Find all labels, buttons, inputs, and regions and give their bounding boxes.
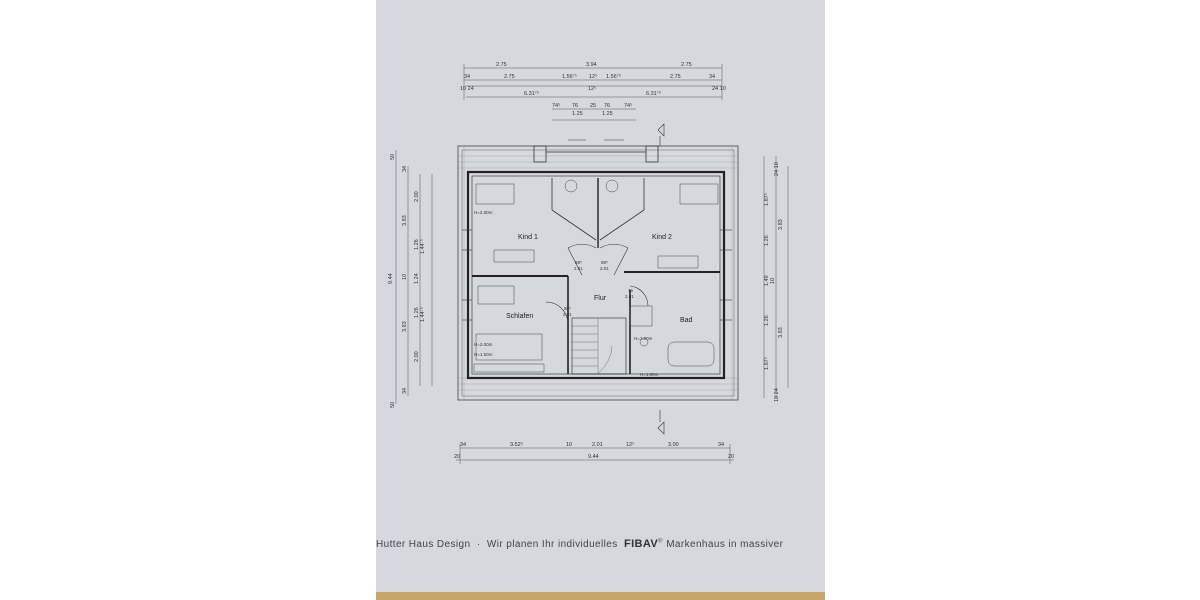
dim-bot-r1-1: 3.52⁵ bbox=[510, 441, 523, 448]
dim-top-r6-1: 1.25 bbox=[602, 111, 613, 117]
annotation-height-4: H=1.00m bbox=[640, 372, 659, 377]
dim-left-inner2-1: 1.44⁷⁵ bbox=[419, 307, 426, 322]
table-surface bbox=[376, 592, 825, 600]
door-label-1-top: 88⁵ bbox=[575, 260, 582, 265]
dim-top-r2-4: 1.56⁷⁵ bbox=[606, 73, 621, 80]
door-label-4-top: 76 bbox=[628, 288, 634, 293]
dim-left-outer-3: 10 bbox=[402, 274, 408, 280]
furniture bbox=[473, 179, 719, 373]
dim-bot-r2-0: 20 bbox=[454, 454, 460, 460]
dim-top-r5-0: 74⁵ bbox=[552, 102, 560, 109]
dim-left-inner-4: 2.00 bbox=[414, 351, 420, 362]
footer-title-block: Hutter Haus Design · Wir planen Ihr indi… bbox=[376, 538, 784, 550]
door-label-3-top: 88⁵ bbox=[564, 306, 571, 311]
dim-bot-r2-1: 9.44 bbox=[588, 454, 599, 460]
dim-right-outer-3: 3.83 bbox=[778, 327, 784, 338]
dim-top-r1-0: 2.75 bbox=[496, 62, 507, 68]
left-dim-labels: 50 34 3.83 10 3.83 34 50 2.00 1.26 1.24 … bbox=[388, 154, 426, 408]
annotation-height-3: H=1.50m bbox=[474, 352, 493, 357]
dim-bot-r1-6: 34 bbox=[718, 442, 724, 448]
room-label-kind1: Kind 1 bbox=[518, 234, 538, 241]
door-label-3-bot: 2.01 bbox=[563, 312, 572, 317]
dim-top-r4-1: 6.31⁷⁵ bbox=[646, 90, 661, 97]
door-swings bbox=[545, 244, 649, 325]
dim-right-outer-0: 24 10 bbox=[774, 162, 780, 176]
footer-right: Markenhaus in massiver bbox=[666, 539, 784, 550]
footer-brand: FIBAV bbox=[623, 538, 659, 550]
dim-right-inner-4: 1.87⁵ bbox=[763, 357, 770, 370]
annotation-height-2: H=2.00m bbox=[474, 342, 493, 347]
dim-left-inner-3: 1.26 bbox=[414, 307, 420, 318]
room-label-schlafen: Schlafen bbox=[506, 313, 533, 320]
dim-top-r6-0: 1.25 bbox=[572, 111, 583, 117]
dim-right-inner-2: 1.49 bbox=[764, 275, 770, 286]
dim-bot-r1-2: 10 bbox=[566, 442, 572, 448]
top-dimensions bbox=[463, 64, 723, 121]
windows bbox=[462, 139, 732, 321]
right-dim-labels: 24 10 3.83 10 3.83 10 24 1.87⁵ 1.26 1.49… bbox=[763, 162, 784, 402]
section-markers bbox=[657, 123, 665, 435]
right-dimensions bbox=[763, 156, 789, 398]
dim-top-r1-1: 3.94 bbox=[586, 62, 597, 68]
dim-right-outer-2: 10 bbox=[770, 278, 776, 284]
dim-left-total: 9.44 bbox=[388, 273, 394, 284]
door-label-1-bot: 2.01 bbox=[574, 266, 583, 271]
dim-top-r2-1: 2.75 bbox=[504, 74, 515, 80]
dim-top-r5-1: 76 bbox=[572, 103, 578, 109]
dim-left-inner-2: 1.24 bbox=[414, 273, 420, 284]
annotation-height-5: H=1.00m bbox=[634, 336, 653, 341]
dim-top-r1-2: 2.75 bbox=[681, 62, 692, 68]
dim-top-r2-5: 2.75 bbox=[670, 74, 681, 80]
door-label-2-bot: 2.01 bbox=[600, 266, 609, 271]
dim-left-outer-1: 34 bbox=[402, 166, 408, 172]
dim-bot-r1-4: 12⁵ bbox=[626, 441, 634, 448]
dim-top-r2-6: 34 bbox=[709, 74, 715, 80]
dim-top-r2-3: 12⁵ bbox=[589, 73, 597, 80]
floorplan-drawing: 2.75 3.94 2.75 34 2.75 1.56⁷⁵ 12⁵ 1.56⁷⁵… bbox=[388, 62, 789, 464]
dim-top-r3-1: 12⁵ bbox=[588, 85, 596, 92]
dormer-gables bbox=[533, 145, 659, 241]
roof-outline bbox=[457, 145, 739, 401]
dim-right-outer-1: 3.83 bbox=[778, 219, 784, 230]
door-label-2-top: 88⁵ bbox=[601, 260, 608, 265]
dim-top-r5-2: 25 bbox=[590, 103, 596, 109]
bottom-dimensions bbox=[456, 444, 734, 464]
dim-right-inner-3: 1.26 bbox=[764, 315, 770, 326]
dim-left-outer-4: 3.83 bbox=[402, 321, 408, 332]
dim-bot-r1-5: 3.00 bbox=[668, 442, 679, 448]
dim-left-inner-1: 1.26 bbox=[414, 239, 420, 250]
dim-top-r5-3: 76 bbox=[604, 103, 610, 109]
dim-left-inner-0: 2.00 bbox=[414, 191, 420, 202]
paper-sheet: 2.75 3.94 2.75 34 2.75 1.56⁷⁵ 12⁵ 1.56⁷⁵… bbox=[376, 0, 825, 600]
dim-left-outer-0: 50 bbox=[390, 154, 396, 160]
room-label-kind2: Kind 2 bbox=[652, 234, 672, 241]
dim-right-inner-1: 1.26 bbox=[764, 235, 770, 246]
interior-walls bbox=[472, 178, 720, 375]
dim-right-inner-0: 1.87⁵ bbox=[763, 193, 770, 206]
dim-top-r2-0: 34 bbox=[464, 74, 470, 80]
dim-top-r5-4: 74⁵ bbox=[624, 102, 632, 109]
dim-bot-r2-2: 20 bbox=[728, 454, 734, 460]
dim-right-outer-4: 10 24 bbox=[774, 388, 780, 402]
dim-left-outer-6: 50 bbox=[390, 402, 396, 408]
staircase-treads bbox=[572, 318, 613, 375]
left-dimensions bbox=[395, 150, 433, 404]
dim-bot-r1-0: 34 bbox=[460, 442, 466, 448]
dim-top-r3-0: 10 24 bbox=[460, 86, 474, 92]
annotation-height-1: H=2.00m bbox=[474, 210, 493, 215]
door-label-4-bot: 2.01 bbox=[625, 294, 634, 299]
dim-left-outer-2: 3.83 bbox=[402, 215, 408, 226]
dim-left-outer-5: 34 bbox=[402, 388, 408, 394]
dim-top-r4-0: 6.31⁷⁵ bbox=[524, 90, 539, 97]
room-label-flur: Flur bbox=[594, 295, 607, 302]
dim-top-r3-2: 24 10 bbox=[712, 86, 726, 92]
dim-top-r2-2: 1.56⁷⁵ bbox=[562, 73, 577, 80]
dim-bot-r1-3: 2.01 bbox=[592, 442, 603, 448]
footer-middle: Wir planen Ihr individuelles bbox=[486, 539, 618, 550]
dim-left-inner2-0: 1.44⁷⁵ bbox=[419, 239, 426, 254]
room-label-bad: Bad bbox=[680, 317, 693, 324]
footer-left: Hutter Haus Design bbox=[376, 539, 471, 550]
